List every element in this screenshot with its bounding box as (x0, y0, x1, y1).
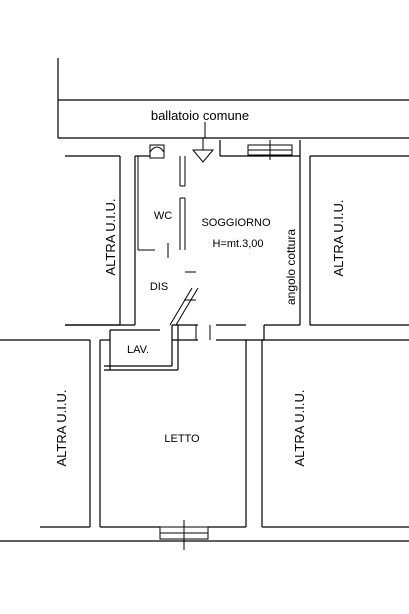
room-label-letto: LETTO (164, 433, 200, 445)
room-label-soggiorno: SOGGIORNO (201, 217, 271, 229)
room-label-angolo-cottura: angolo cottura (284, 229, 298, 305)
window-soggiorno (247, 140, 293, 160)
interior-partitions (137, 156, 211, 340)
vent-symbol (191, 138, 215, 163)
window-letto (159, 520, 209, 550)
wc-fixture (149, 144, 165, 159)
apartment-walls (65, 140, 301, 528)
corridor-label: ballatoio comune (151, 108, 249, 123)
room-label-wc: WC (154, 210, 172, 222)
neighbor-label-bottom-right: ALTRA U.I.U. (292, 389, 307, 466)
neighbor-label-bottom-left: ALTRA U.I.U. (54, 389, 69, 466)
neighbor-label-top-left: ALTRA U.I.U. (103, 198, 118, 275)
neighbor-label-top-right: ALTRA U.I.U. (331, 199, 346, 276)
room-label-dis: DIS (150, 281, 168, 293)
corridor (57, 58, 409, 139)
room-height-label: H=mt.3,00 (212, 238, 263, 250)
neighbor-walls (0, 155, 409, 528)
room-label-lav: LAV. (127, 344, 149, 356)
